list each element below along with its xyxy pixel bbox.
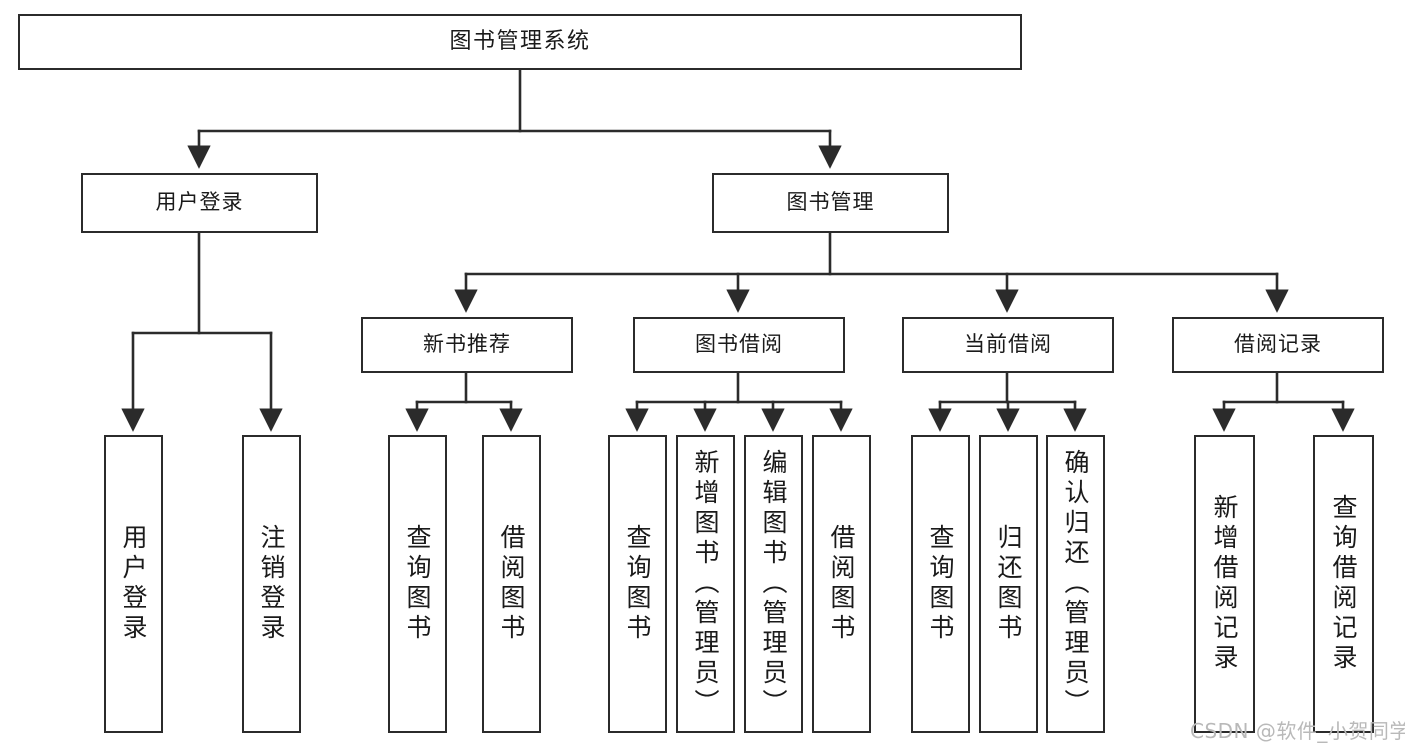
node-leaf-query-book-3-label: 查询图书 — [926, 524, 955, 644]
node-leaf-borrow-book-1-label: 借阅图书 — [497, 524, 526, 644]
node-book-borrow-label: 图书借阅 — [695, 332, 783, 357]
node-leaf-user-login[interactable]: 用户登录 — [104, 435, 163, 733]
node-leaf-borrow-book-1[interactable]: 借阅图书 — [482, 435, 541, 733]
node-leaf-borrow-book-2[interactable]: 借阅图书 — [812, 435, 871, 733]
node-leaf-user-login-label: 用户登录 — [119, 524, 148, 644]
node-leaf-query-book-1-label: 查询图书 — [403, 524, 432, 644]
node-leaf-query-book-3[interactable]: 查询图书 — [911, 435, 970, 733]
node-current-borrow-label: 当前借阅 — [964, 332, 1052, 357]
node-leaf-query-record[interactable]: 查询借阅记录 — [1313, 435, 1374, 733]
node-borrow-record-label: 借阅记录 — [1234, 332, 1322, 357]
node-borrow-record[interactable]: 借阅记录 — [1172, 317, 1384, 373]
node-leaf-confirm-return[interactable]: 确认归还（管理员） — [1046, 435, 1105, 733]
node-leaf-add-book-label: 新增图书（管理员） — [691, 449, 720, 719]
node-leaf-query-record-label: 查询借阅记录 — [1329, 494, 1358, 674]
node-book-manage-label: 图书管理 — [786, 190, 875, 215]
node-user-login[interactable]: 用户登录 — [81, 173, 318, 233]
node-leaf-logout[interactable]: 注销登录 — [242, 435, 301, 733]
node-book-borrow[interactable]: 图书借阅 — [633, 317, 845, 373]
node-leaf-query-book-1[interactable]: 查询图书 — [388, 435, 447, 733]
node-new-book-rec-label: 新书推荐 — [423, 332, 511, 357]
node-leaf-borrow-book-2-label: 借阅图书 — [827, 524, 856, 644]
node-new-book-rec[interactable]: 新书推荐 — [361, 317, 573, 373]
node-leaf-add-record[interactable]: 新增借阅记录 — [1194, 435, 1255, 733]
node-current-borrow[interactable]: 当前借阅 — [902, 317, 1114, 373]
node-leaf-return-book[interactable]: 归还图书 — [979, 435, 1038, 733]
node-root-label: 图书管理系统 — [449, 28, 591, 54]
node-leaf-query-book-2[interactable]: 查询图书 — [608, 435, 667, 733]
node-leaf-return-book-label: 归还图书 — [994, 524, 1023, 644]
node-root[interactable]: 图书管理系统 — [18, 14, 1022, 70]
node-leaf-edit-book[interactable]: 编辑图书（管理员） — [744, 435, 803, 733]
node-user-login-label: 用户登录 — [155, 190, 244, 215]
node-leaf-edit-book-label: 编辑图书（管理员） — [759, 449, 788, 719]
node-leaf-logout-label: 注销登录 — [257, 524, 286, 644]
node-book-manage[interactable]: 图书管理 — [712, 173, 949, 233]
node-leaf-confirm-return-label: 确认归还（管理员） — [1061, 449, 1090, 719]
csdn-watermark: CSDN @软件_小贺同学 — [1190, 719, 1405, 743]
node-leaf-add-book[interactable]: 新增图书（管理员） — [676, 435, 735, 733]
node-leaf-query-book-2-label: 查询图书 — [623, 524, 652, 644]
node-leaf-add-record-label: 新增借阅记录 — [1210, 494, 1239, 674]
